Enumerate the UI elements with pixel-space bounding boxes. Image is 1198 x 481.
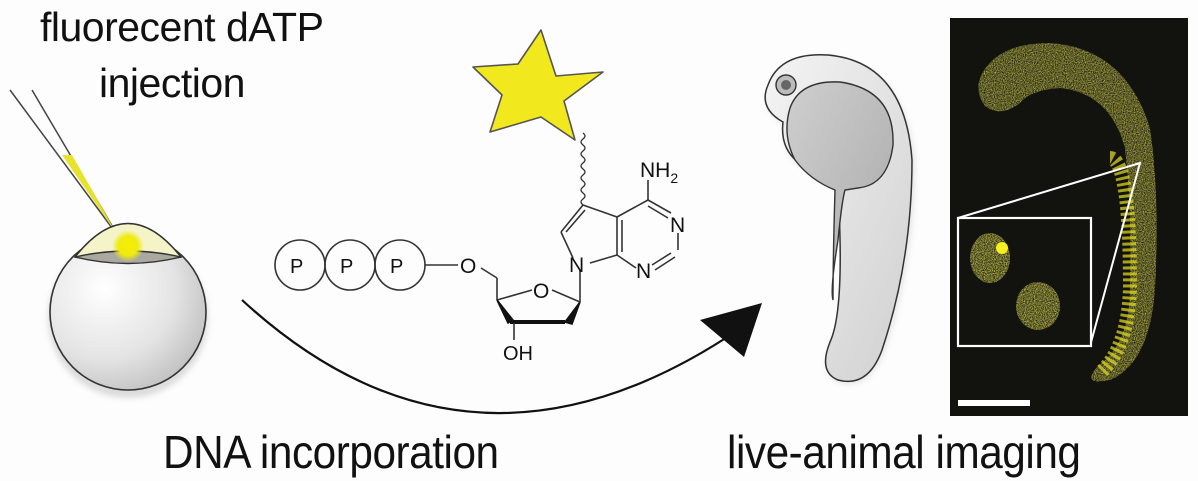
- nitrogen-label: N: [670, 214, 685, 237]
- injection-title-line1: fluorecent dATP: [40, 4, 324, 50]
- hydroxyl-label: OH: [503, 343, 533, 365]
- phosphate-label: P: [390, 256, 403, 278]
- zebrafish-larva-icon: [764, 54, 915, 385]
- process-arrow-icon: [241, 299, 762, 415]
- star-icon: [472, 29, 604, 141]
- phosphate-label: P: [290, 256, 303, 278]
- confocal-image: [950, 18, 1188, 416]
- nitrogen-label: N: [636, 260, 651, 283]
- svg-text:NH2: NH2: [640, 159, 678, 186]
- imaging-label: live-animal imaging: [727, 426, 1081, 478]
- incorporation-label: DNA incorporation: [163, 426, 499, 478]
- dATP-molecule: P P P O O OH N N N NH2: [274, 132, 685, 365]
- injection-needle-icon: [9, 89, 119, 237]
- amine-subscript: 2: [670, 170, 678, 186]
- amine-label: NH: [640, 159, 670, 182]
- ring-oxygen-label: O: [533, 280, 549, 303]
- scale-bar: [958, 400, 1030, 406]
- phosphate-label: P: [340, 256, 353, 278]
- inset-zoom: [956, 161, 1142, 348]
- oxygen-label: O: [460, 255, 476, 278]
- injection-title-line2: injection: [99, 60, 245, 106]
- embryo-egg-icon: [48, 222, 208, 398]
- nitrogen-label: N: [569, 254, 584, 277]
